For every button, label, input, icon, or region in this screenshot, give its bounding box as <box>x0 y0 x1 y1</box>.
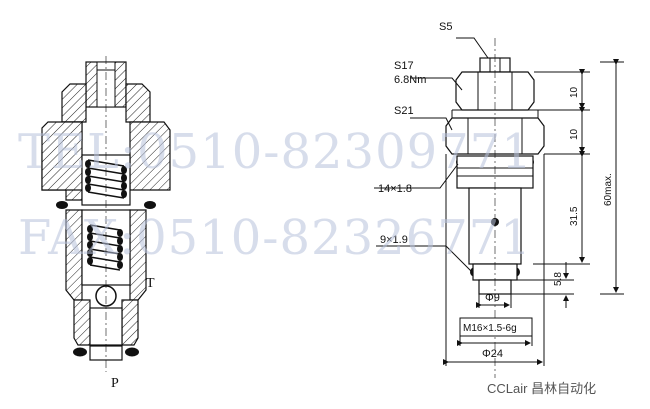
nose-right <box>121 299 139 346</box>
port-p-label: P <box>111 376 119 391</box>
watermark-tel: TEL:0510-82309771 <box>18 124 533 180</box>
dim-phi24: Φ24 <box>482 348 503 360</box>
outline-view: S5 S17 6.8Nm S21 14×1.8 9×1.9 10 10 31.5… <box>374 21 624 378</box>
lock-nut-right <box>125 83 151 123</box>
watermark-fax: FAX:0510-82326771 <box>18 210 532 266</box>
port-t-label: T <box>146 276 155 291</box>
body-left <box>41 121 83 191</box>
dim-thread: M16×1.5-6g <box>463 323 517 334</box>
oring-right <box>144 201 156 209</box>
label-s5: S5 <box>439 21 452 33</box>
leader-oring-upper <box>374 163 459 189</box>
section-view: T P <box>41 56 171 391</box>
spring-lower <box>87 224 123 271</box>
dim-5-8: 5.8 <box>553 272 564 286</box>
leader-s21 <box>410 117 453 131</box>
leader-s17 <box>410 77 463 91</box>
lock-nut-left <box>61 83 87 123</box>
label-oring-lower: 9×1.9 <box>380 234 408 246</box>
label-s17: S17 <box>394 60 414 72</box>
oring-bottom-right <box>125 347 139 357</box>
nose-left <box>73 299 91 346</box>
oring-bottom-left <box>73 347 87 357</box>
dim-60max: 60max. <box>603 173 614 206</box>
dim-10-top: 10 <box>569 86 580 98</box>
oring-left <box>56 201 68 209</box>
dim-phi9: Φ9 <box>485 292 500 304</box>
label-s21: S21 <box>394 105 414 117</box>
dim-31-5: 31.5 <box>569 206 580 226</box>
dim-10-mid: 10 <box>569 128 580 140</box>
leader-s5 <box>456 37 489 59</box>
brand-text: CCLair 昌林自动化 <box>487 381 596 396</box>
label-oring-upper: 14×1.8 <box>378 183 412 195</box>
label-torque: 6.8Nm <box>394 74 426 86</box>
